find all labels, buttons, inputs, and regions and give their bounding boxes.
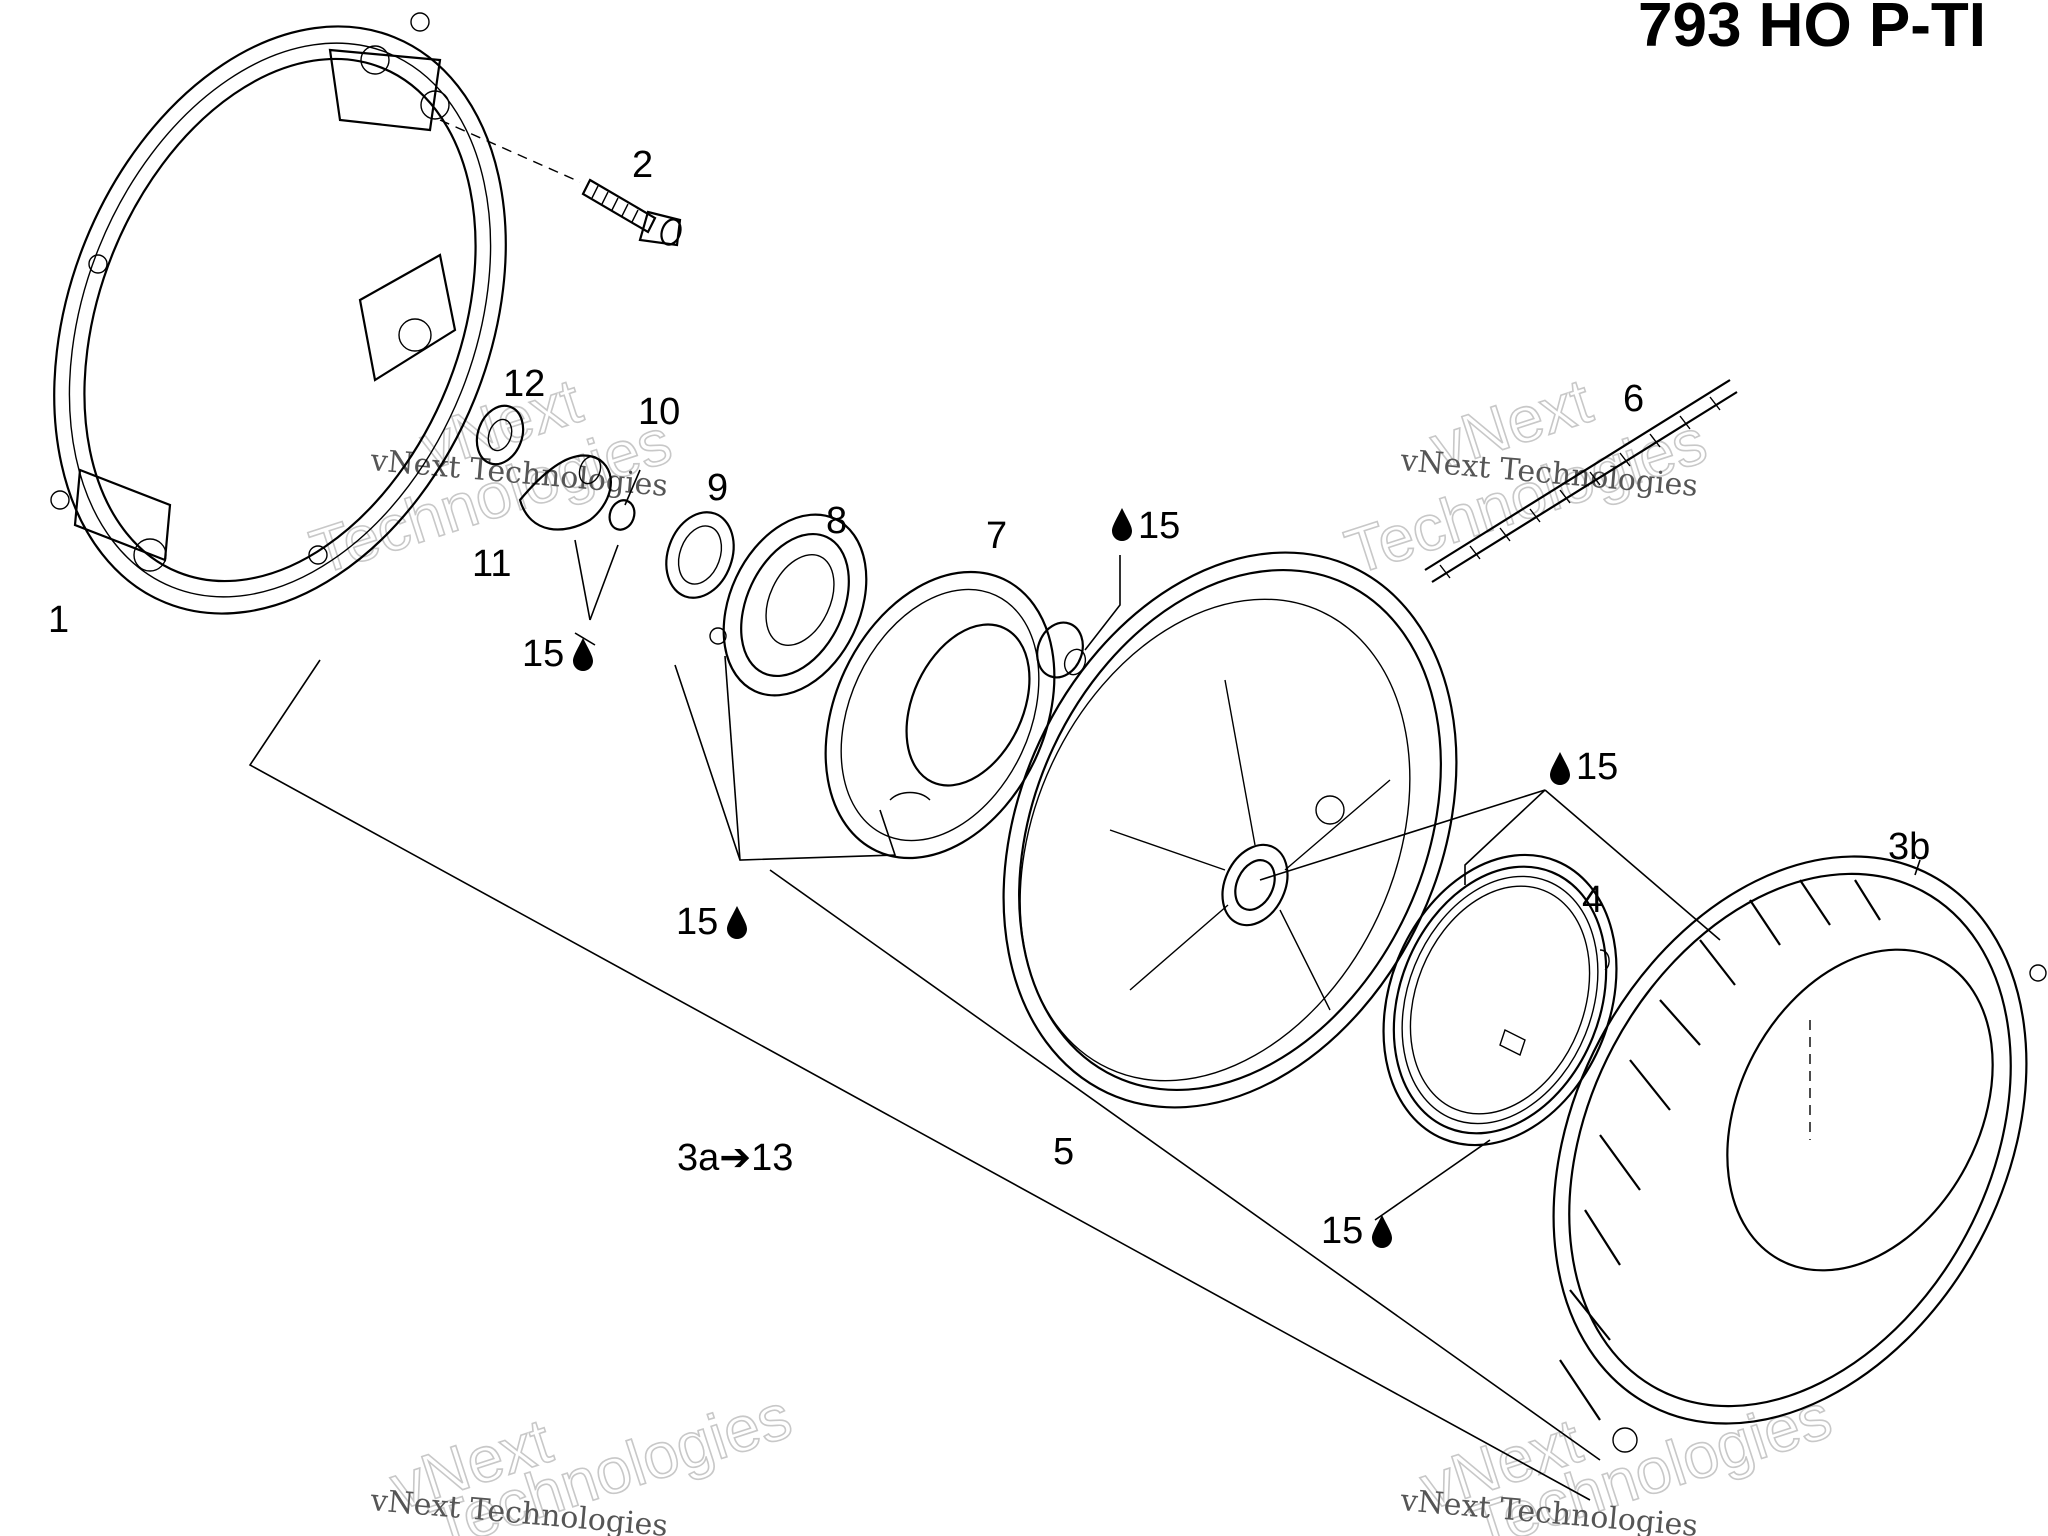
oil-drop-icon — [1372, 1215, 1392, 1248]
callout-5: 5 — [1053, 1131, 1074, 1173]
callout-6: 6 — [1623, 378, 1644, 420]
page-title: 793 HO P-TI — [1638, 0, 1986, 60]
part-3b-starter-housing — [1552, 855, 2047, 1453]
lube-callout: 15 — [1550, 746, 1618, 788]
callout-8: 8 — [826, 500, 847, 542]
part-2-screw — [439, 119, 682, 247]
callout-1: 1 — [48, 599, 69, 641]
lube-callout: 15 — [522, 633, 593, 675]
part-7-cam-disc — [824, 570, 1087, 860]
callout-7: 7 — [986, 515, 1007, 557]
lube-callout-number: 15 — [1576, 746, 1618, 788]
oil-drop-icon — [727, 906, 747, 939]
lube-callout: 15 — [1321, 1210, 1392, 1252]
lube-callout-number: 15 — [1138, 505, 1180, 547]
part-10-spring — [608, 499, 636, 531]
watermark-group-bottom-right: vNext Technologies vNext Technologies — [1398, 1379, 1840, 1536]
callout-2: 2 — [632, 144, 653, 186]
watermark-group-right: vNext Technologies vNext Technologies — [1336, 363, 1715, 589]
part-9-bushing — [665, 511, 735, 599]
callout-12: 12 — [503, 363, 545, 405]
callout-4: 4 — [1582, 879, 1603, 921]
lube-callout-number: 15 — [676, 901, 718, 943]
watermark-group-bottom-left: vNext Technologies vNext Technologies — [368, 1379, 800, 1536]
callout-11: 11 — [472, 543, 511, 585]
callout-3a-13: 3a➔13 — [677, 1137, 793, 1179]
lube-callout-number: 15 — [1321, 1210, 1363, 1252]
oil-drop-icon — [1550, 752, 1570, 785]
lube-callout-number: 15 — [522, 633, 564, 675]
part-8-retainer — [709, 513, 868, 697]
callout-labels: 1 2 12 10 9 11 8 7 6 5 4 3b 3a➔13 15 15 … — [48, 144, 1930, 1252]
oil-drop-icon — [1112, 508, 1132, 541]
leader-lines — [248, 469, 1921, 1501]
lube-callout: 15 — [1112, 505, 1180, 547]
part-1-flange-ring — [50, 12, 507, 615]
callout-9: 9 — [707, 467, 728, 509]
callout-10: 10 — [638, 391, 680, 433]
part-6-rope — [1424, 379, 1738, 583]
part-12-washer — [475, 404, 525, 466]
part-11-pawl — [518, 454, 612, 531]
oil-drop-icon — [573, 638, 593, 671]
lube-callout: 15 — [676, 901, 747, 943]
part-4-recoil-spring — [1382, 853, 1618, 1147]
callout-3b: 3b — [1888, 826, 1930, 868]
